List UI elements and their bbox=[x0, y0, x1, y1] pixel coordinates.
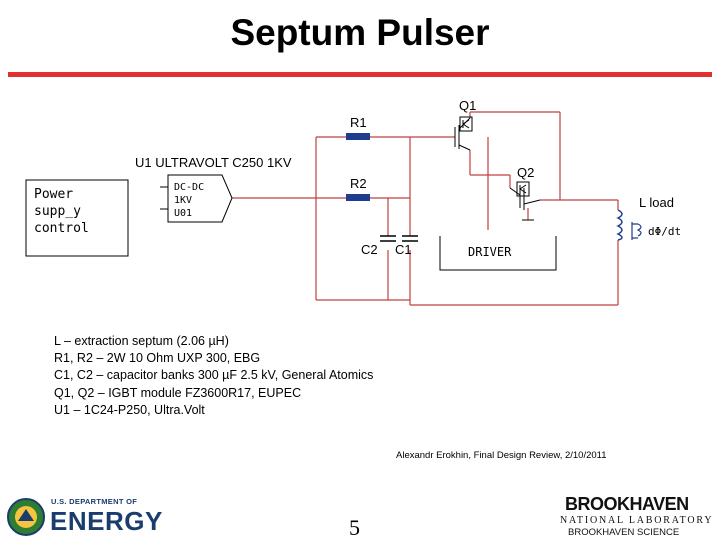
bnl-logo: BROOKHAVEN NATIONAL LABORATORY BROOKHAVE… bbox=[560, 486, 715, 540]
c1-label: C1 bbox=[395, 242, 412, 257]
doe-text-main: ENERGY bbox=[50, 506, 163, 536]
dcdc-text-2: 1KV bbox=[174, 195, 192, 206]
component-legend: L – extraction septum (2.06 µH) R1, R2 –… bbox=[54, 333, 373, 419]
ctrl-text-1: Power bbox=[34, 187, 73, 202]
r2-label: R2 bbox=[350, 176, 367, 191]
q1-label: Q1 bbox=[459, 98, 476, 113]
dcdc-text-3: U01 bbox=[174, 208, 192, 219]
dcdc-text-1: DC-DC bbox=[174, 182, 204, 193]
ctrl-text-3: control bbox=[34, 221, 89, 236]
bnl-text-main: BROOKHAVEN bbox=[565, 494, 689, 514]
legend-item: C1, C2 – capacitor banks 300 µF 2.5 kV, … bbox=[54, 368, 374, 383]
u1-label: U1 ULTRAVOLT C250 1KV bbox=[135, 155, 292, 170]
legend-item: R1, R2 – 2W 10 Ohm UXP 300, EBG bbox=[54, 351, 261, 366]
power-supply-control-box bbox=[25, 179, 129, 257]
dphi-label: dΦ/dt bbox=[648, 225, 681, 238]
doe-logo: U.S. DEPARTMENT OF ENERGY bbox=[6, 496, 162, 538]
doe-seal-icon bbox=[7, 498, 45, 536]
pickup-coil-icon bbox=[631, 222, 642, 240]
doe-text-top: U.S. DEPARTMENT OF bbox=[51, 497, 138, 506]
q2-label: Q2 bbox=[517, 165, 534, 180]
c2-label: C2 bbox=[361, 242, 378, 257]
slide-title: Septum Pulser bbox=[230, 12, 490, 53]
r1-label: R1 bbox=[350, 115, 367, 130]
page-number: 5 bbox=[349, 515, 360, 540]
load-label: L load bbox=[639, 195, 674, 210]
circuit-wires bbox=[232, 111, 619, 306]
inductor-icon bbox=[616, 209, 623, 241]
driver-label: DRIVER bbox=[468, 245, 512, 259]
c2-capacitor bbox=[380, 235, 396, 242]
legend-item: U1 – 1C24-P250, Ultra.Volt bbox=[54, 402, 205, 417]
legend-item: L – extraction septum (2.06 µH) bbox=[54, 334, 229, 348]
driver-box bbox=[439, 236, 557, 271]
r2-resistor bbox=[346, 194, 370, 201]
bnl-text-sub: NATIONAL LABORATORY bbox=[560, 515, 714, 526]
legend-item: Q1, Q2 – IGBT module FZ3600R17, EUPEC bbox=[54, 385, 302, 400]
ctrl-text-2: supp_y bbox=[34, 204, 81, 219]
r1-resistor bbox=[346, 133, 370, 140]
title-underline bbox=[8, 72, 712, 77]
c1-capacitor bbox=[402, 235, 418, 242]
dcdc-converter-block bbox=[167, 174, 233, 223]
q1-igbt-icon bbox=[454, 116, 473, 151]
q2-igbt-icon bbox=[509, 181, 541, 221]
bnl-text-sci: BROOKHAVEN SCIENCE bbox=[568, 527, 680, 538]
author-credit: Alexandr Erokhin, Final Design Review, 2… bbox=[396, 450, 607, 461]
